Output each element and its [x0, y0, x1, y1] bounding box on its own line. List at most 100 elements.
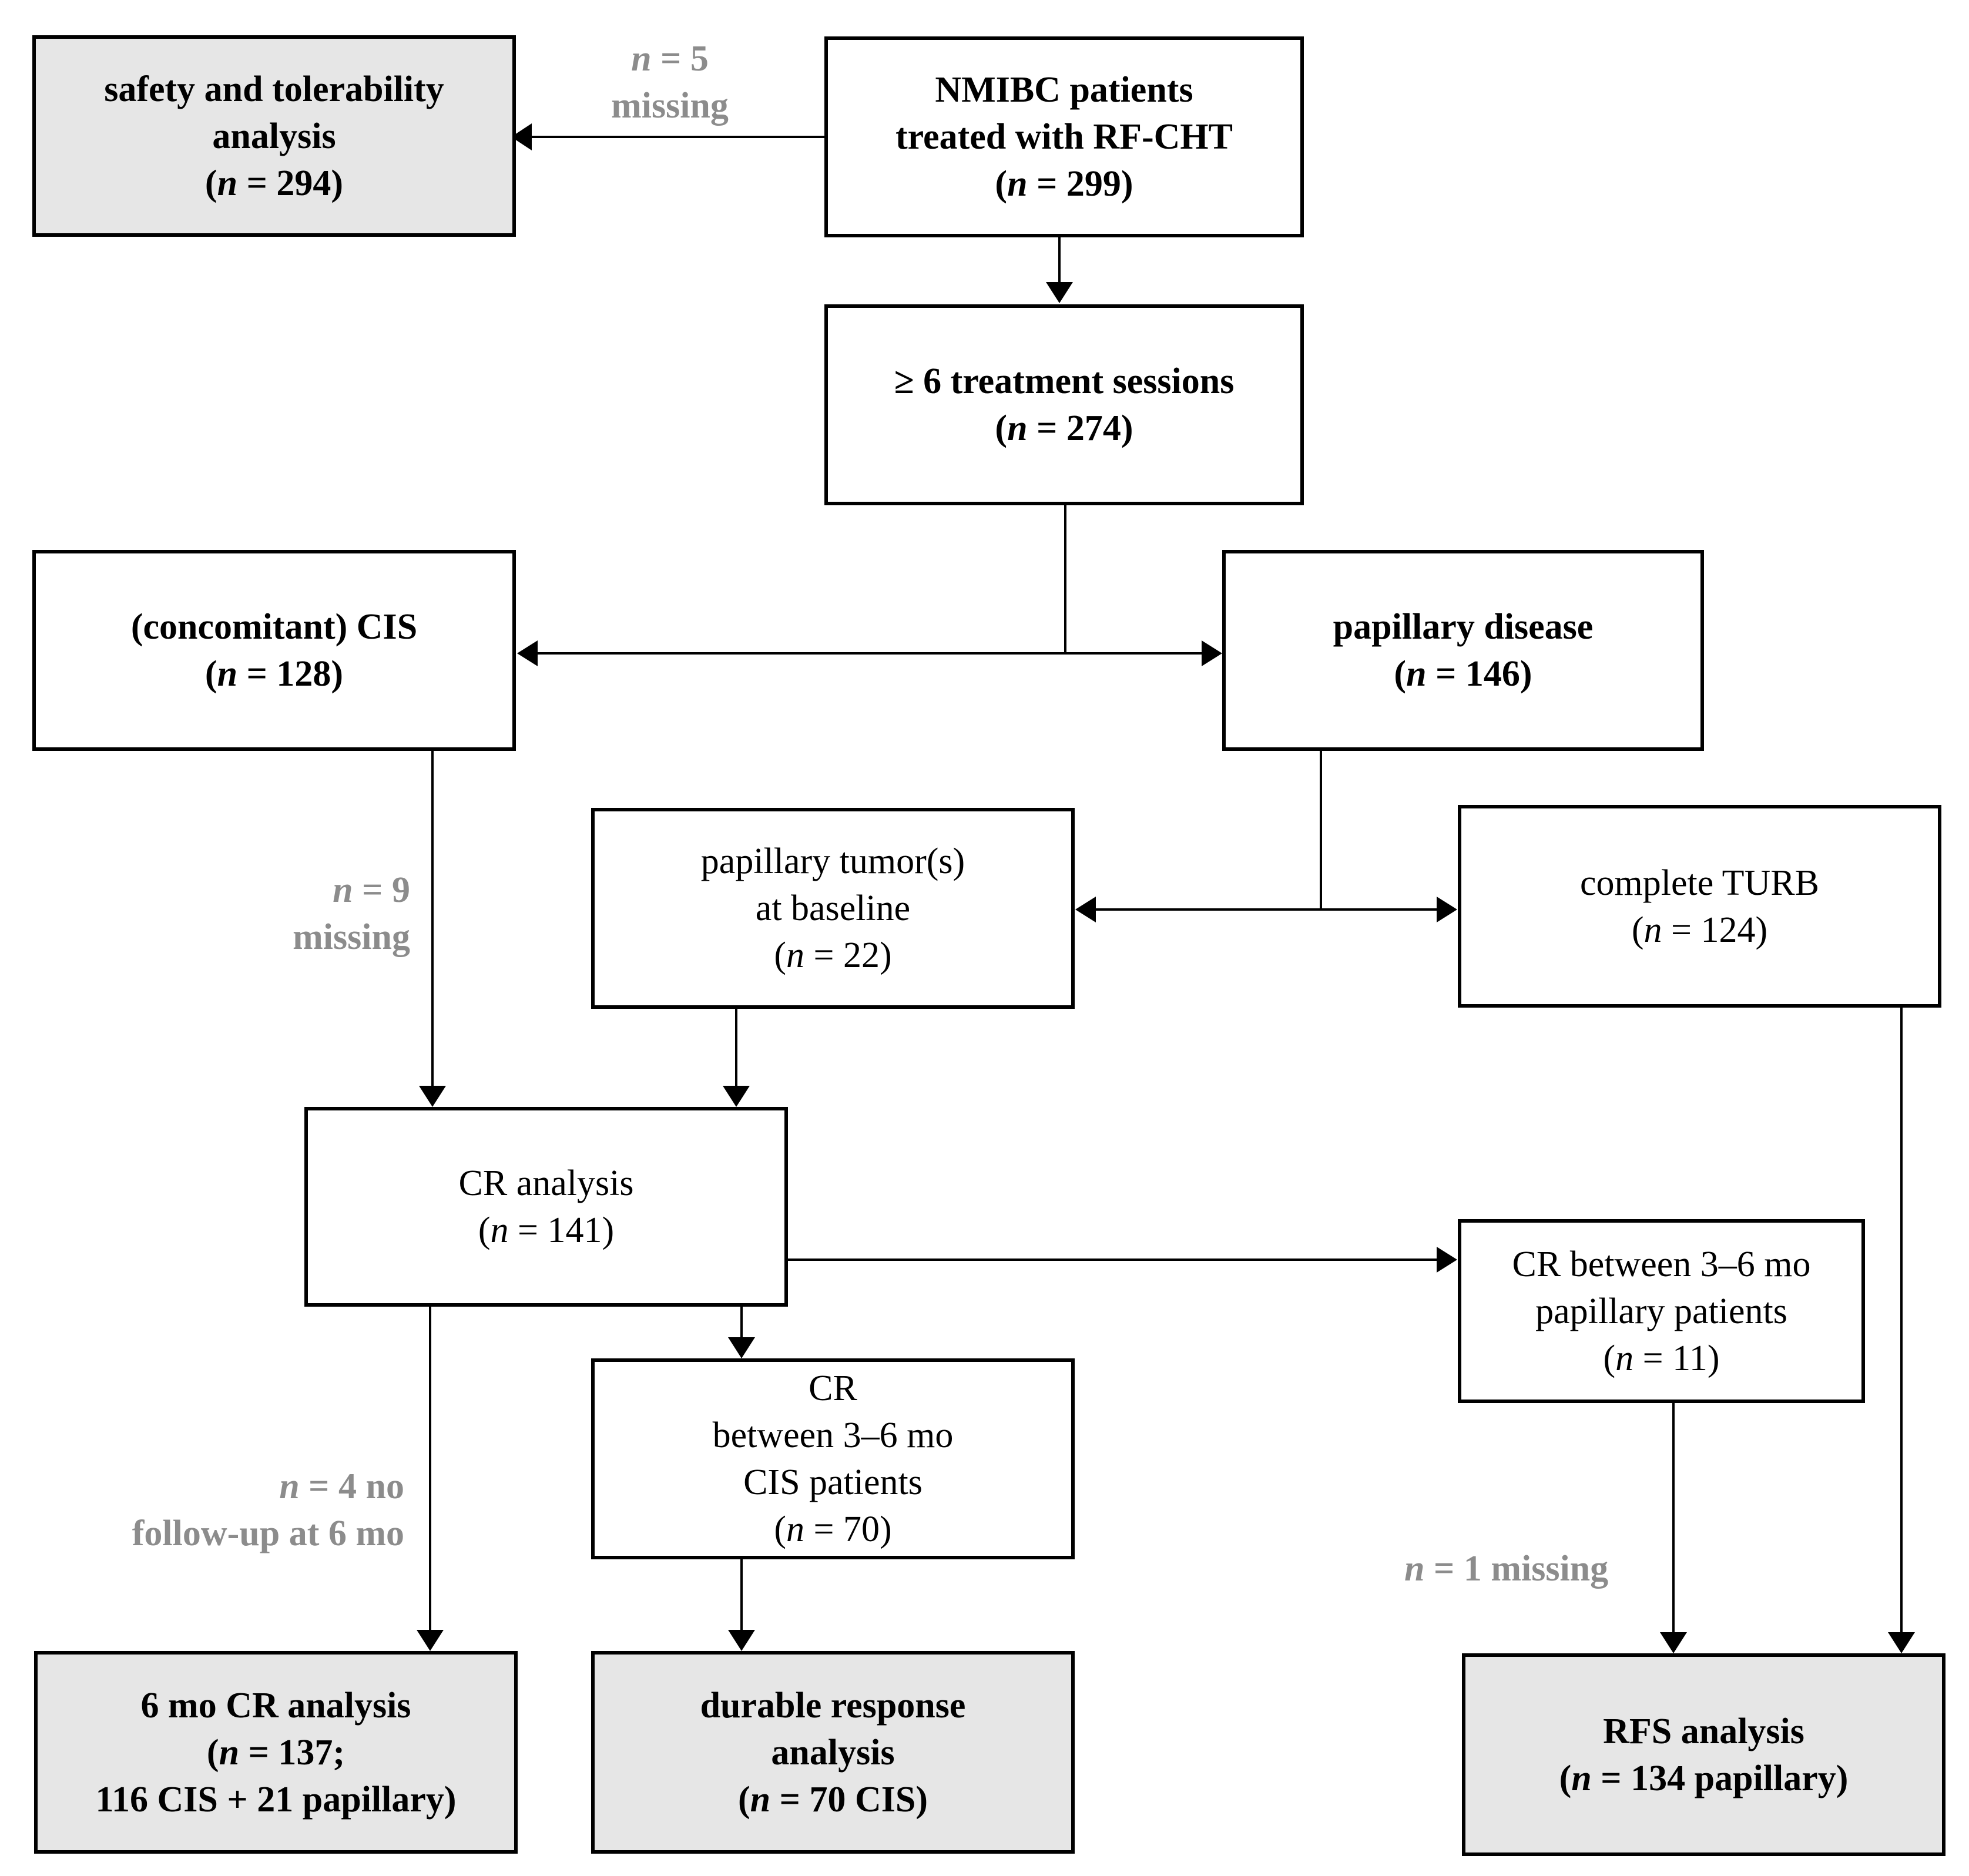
n-symbol: n	[786, 935, 805, 975]
n-symbol: n	[1404, 1549, 1425, 1589]
six-mo-n: 137;	[278, 1732, 346, 1773]
start-box: NMIBC patients treated with RF-CHT (n = …	[824, 36, 1304, 237]
label-missing-1: n = 1 missing	[1404, 1545, 1608, 1592]
sessions-count: (n = 274)	[995, 408, 1133, 448]
label-missing-9-count: n = 9	[235, 867, 410, 914]
equals: =	[1633, 1338, 1673, 1378]
cis-box: (concomitant) CIS (n = 128)	[32, 550, 516, 751]
safety-box: safety and tolerability analysis (n = 29…	[32, 35, 516, 237]
cr-n: 141	[547, 1210, 602, 1250]
cr-cis-line-3: CIS patients	[743, 1462, 923, 1502]
turb-n: 124	[1700, 910, 1756, 950]
papillary-line-1: papillary disease	[1333, 607, 1594, 647]
n-symbol: n	[750, 1779, 771, 1820]
sessions-n: 274	[1066, 408, 1121, 448]
cis-count: (n = 128)	[204, 654, 344, 694]
rfs-line-1: RFS analysis	[1603, 1711, 1804, 1751]
n-symbol: n	[1615, 1338, 1634, 1378]
start-line-2: treated with RF-CHT	[895, 117, 1233, 157]
equals: =	[1027, 408, 1066, 448]
durable-count: (n = 70 CIS)	[737, 1779, 928, 1820]
safety-line-2: analysis	[212, 116, 336, 156]
cr-pap-line-1: CR between 3–6 mo	[1512, 1244, 1811, 1284]
label-missing-9: n = 9 missing	[235, 867, 410, 961]
six-mo-box: 6 mo CR analysis (n = 137; 116 CIS + 21 …	[34, 1651, 518, 1854]
cr-cis-box: CR between 3–6 mo CIS patients (n = 70)	[591, 1358, 1075, 1559]
n-symbol: n	[1406, 654, 1427, 694]
rfs-box: RFS analysis (n = 134 papillary)	[1462, 1653, 1945, 1856]
durable-line-1: durable response	[700, 1685, 966, 1726]
papillary-n: 146	[1465, 654, 1520, 694]
cr-cis-line-1: CR	[809, 1368, 857, 1408]
equals: =	[804, 935, 843, 975]
label-missing-5-n: 5	[690, 39, 709, 79]
equals: =	[353, 870, 392, 910]
cr-cis-n: 70	[843, 1509, 880, 1549]
n-symbol: n	[631, 39, 652, 79]
durable-n: 70 CIS)	[809, 1779, 928, 1820]
label-missing-1-n: 1 missing	[1463, 1549, 1609, 1589]
equals: =	[1662, 910, 1701, 950]
n-symbol: n	[217, 654, 238, 694]
equals: =	[237, 163, 277, 203]
equals: =	[804, 1509, 843, 1549]
equals: =	[237, 654, 277, 694]
safety-line-1: safety and tolerability	[104, 69, 444, 109]
durable-line-2: analysis	[771, 1732, 895, 1773]
equals: =	[508, 1210, 548, 1250]
cr-papillary-box: CR between 3–6 mo papillary patients (n …	[1458, 1219, 1865, 1403]
six-mo-extra: 116 CIS + 21 papillary)	[95, 1779, 457, 1820]
equals: =	[1424, 1549, 1464, 1589]
cr-pap-count: (n = 11)	[1603, 1338, 1720, 1378]
safety-count: (n = 294)	[204, 163, 344, 203]
label-no-follow-up-text: follow-up at 6 mo	[132, 1513, 404, 1553]
n-symbol: n	[1007, 408, 1028, 448]
n-symbol: n	[219, 1732, 240, 1773]
tumors-line-2: at baseline	[755, 888, 911, 928]
durable-box: durable response analysis (n = 70 CIS)	[591, 1651, 1075, 1854]
cr-pap-n: 11	[1672, 1338, 1708, 1378]
n-symbol: n	[786, 1509, 805, 1549]
label-no-follow-up-n: 4 no	[338, 1466, 404, 1506]
start-n: 299	[1066, 164, 1121, 204]
n-symbol: n	[1571, 1758, 1592, 1798]
cr-line-1: CR analysis	[458, 1163, 634, 1203]
six-mo-line-1: 6 mo CR analysis	[140, 1685, 411, 1726]
start-line-1: NMIBC patients	[935, 70, 1193, 110]
equals: =	[299, 1466, 339, 1506]
cr-box: CR analysis (n = 141)	[304, 1107, 788, 1307]
n-symbol: n	[1643, 910, 1662, 950]
n-symbol: n	[333, 870, 353, 910]
label-missing-5-count: n = 5	[588, 35, 752, 82]
label-missing-5: n = 5 missing	[588, 35, 752, 129]
rfs-n: 134 papillary)	[1631, 1758, 1849, 1798]
equals: =	[770, 1779, 810, 1820]
label-no-follow-up-count: n = 4 no	[59, 1463, 404, 1510]
cis-n: 128	[276, 654, 331, 694]
papillary-box: papillary disease (n = 146)	[1222, 550, 1704, 751]
cr-pap-line-2: papillary patients	[1535, 1291, 1787, 1331]
turb-box: complete TURB (n = 124)	[1458, 805, 1941, 1008]
sessions-line-1: ≥ 6 treatment sessions	[894, 361, 1235, 401]
equals: =	[239, 1732, 279, 1773]
turb-line-1: complete TURB	[1580, 863, 1819, 903]
n-symbol: n	[1007, 164, 1028, 204]
equals: =	[1591, 1758, 1631, 1798]
equals: =	[1426, 654, 1465, 694]
six-mo-count: (n = 137;	[206, 1732, 346, 1773]
turb-count: (n = 124)	[1631, 910, 1768, 950]
papillary-count: (n = 146)	[1394, 654, 1532, 694]
n-symbol: n	[279, 1466, 300, 1506]
tumors-n: 22	[843, 935, 880, 975]
tumors-box: papillary tumor(s) at baseline (n = 22)	[591, 808, 1075, 1009]
equals: =	[1027, 164, 1066, 204]
n-symbol: n	[217, 163, 238, 203]
label-no-follow-up: n = 4 no follow-up at 6 mo	[59, 1463, 404, 1557]
safety-n: 294	[276, 163, 331, 203]
label-missing-9-text: missing	[293, 917, 410, 957]
equals: =	[651, 39, 690, 79]
label-missing-5-text: missing	[611, 86, 729, 126]
tumors-count: (n = 22)	[774, 935, 892, 975]
sessions-box: ≥ 6 treatment sessions (n = 274)	[824, 304, 1304, 505]
